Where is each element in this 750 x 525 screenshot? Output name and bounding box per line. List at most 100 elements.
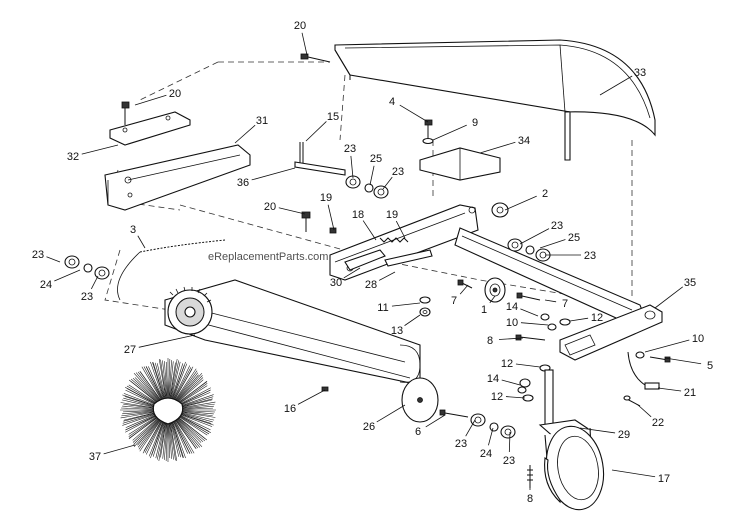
bolt-part-20-top bbox=[300, 53, 331, 63]
callout-number: 21 bbox=[684, 387, 696, 399]
rod-part-15 bbox=[299, 142, 304, 165]
callout-32: 32 bbox=[67, 144, 119, 163]
callout-leader-line bbox=[520, 308, 539, 317]
chain-part-3 bbox=[117, 239, 226, 301]
callout-number: 23 bbox=[392, 166, 404, 178]
callout-number: 19 bbox=[386, 209, 398, 221]
callout-number: 36 bbox=[237, 177, 249, 189]
callout-23: 23 bbox=[344, 143, 356, 179]
callout-leader-line bbox=[539, 239, 566, 249]
callout-number: 23 bbox=[455, 438, 467, 450]
callout-31: 31 bbox=[234, 115, 268, 144]
callout-leader-line bbox=[544, 299, 557, 303]
bolt-part-20-mid bbox=[301, 211, 311, 232]
callout-number: 14 bbox=[487, 373, 499, 385]
callout-number: 5 bbox=[707, 360, 713, 372]
callout-leader-line bbox=[515, 363, 541, 368]
callout-23: 23 bbox=[503, 431, 515, 467]
callout-number: 17 bbox=[658, 473, 670, 485]
callout-leader-line bbox=[343, 267, 361, 279]
callout-20: 20 bbox=[134, 88, 181, 106]
callout-23: 23 bbox=[519, 220, 563, 245]
callout-number: 7 bbox=[562, 298, 568, 310]
washer-part-11 bbox=[419, 296, 431, 304]
callout-leader-line bbox=[654, 286, 684, 309]
bracket-part-32 bbox=[109, 111, 191, 146]
callout-leader-line bbox=[369, 165, 375, 186]
callout-leader-line bbox=[81, 144, 119, 155]
callout-15: 15 bbox=[305, 111, 339, 142]
callout-number: 20 bbox=[264, 201, 276, 213]
callout-number: 34 bbox=[518, 135, 530, 147]
callout-number: 23 bbox=[81, 291, 93, 303]
callout-number: 14 bbox=[506, 301, 518, 313]
callout-leader-line bbox=[488, 427, 494, 446]
callout-number: 24 bbox=[480, 448, 492, 460]
callout-19: 19 bbox=[320, 192, 335, 231]
callout-23: 23 bbox=[545, 250, 596, 262]
callout-number: 9 bbox=[472, 117, 478, 129]
nut-part-10-right bbox=[635, 351, 645, 359]
bearing-part-23-lower-a bbox=[470, 413, 486, 427]
callout-leader-line bbox=[251, 167, 296, 181]
callout-7: 7 bbox=[451, 284, 469, 307]
arm-part-35 bbox=[559, 304, 663, 361]
callout-leader-line bbox=[301, 32, 308, 56]
callout-leader-line bbox=[138, 334, 196, 348]
callout-14: 14 bbox=[487, 373, 521, 386]
callout-23: 23 bbox=[32, 249, 61, 263]
callout-leader-line bbox=[459, 284, 469, 295]
callout-leader-line bbox=[46, 256, 61, 263]
callout-number: 18 bbox=[352, 209, 364, 221]
callout-leader-line bbox=[504, 195, 537, 211]
callout-number: 23 bbox=[344, 143, 356, 155]
bolt-part-19 bbox=[329, 227, 337, 234]
nut-part-14-upper bbox=[540, 313, 550, 321]
spring-part-18 bbox=[379, 237, 409, 243]
callout-leader-line bbox=[425, 414, 446, 428]
callout-leader-line bbox=[103, 444, 136, 455]
callout-leader-line bbox=[399, 104, 429, 123]
callout-number: 12 bbox=[491, 391, 503, 403]
callout-19: 19 bbox=[386, 209, 406, 239]
callout-12: 12 bbox=[501, 358, 541, 370]
callout-leader-line bbox=[520, 322, 549, 326]
callout-number: 23 bbox=[551, 220, 563, 232]
bolt-part-8-upper bbox=[515, 334, 546, 341]
callout-number: 3 bbox=[130, 224, 136, 236]
key-part-16 bbox=[321, 386, 329, 392]
callout-number: 8 bbox=[527, 493, 533, 505]
callout-13: 13 bbox=[391, 314, 421, 337]
watermark-text: eReplacementParts.com bbox=[208, 251, 328, 263]
callout-26: 26 bbox=[363, 404, 406, 433]
callout-leader-line bbox=[489, 295, 496, 304]
brush-hub bbox=[152, 397, 184, 425]
callout-24: 24 bbox=[40, 269, 81, 291]
callout-number: 7 bbox=[451, 295, 457, 307]
callout-number: 13 bbox=[391, 325, 403, 337]
callout-leader-line bbox=[278, 207, 306, 215]
callout-4: 4 bbox=[389, 96, 429, 123]
callout-number: 20 bbox=[169, 88, 181, 100]
callout-leader-line bbox=[479, 141, 516, 154]
callout-30: 30 bbox=[330, 267, 361, 289]
callout-6: 6 bbox=[415, 414, 446, 438]
callout-10: 10 bbox=[644, 333, 704, 353]
ring-part-24-left bbox=[83, 263, 93, 273]
pin-part-36 bbox=[294, 161, 346, 176]
callout-leader-line bbox=[501, 379, 521, 386]
nut-part-13 bbox=[419, 307, 431, 317]
callout-25: 25 bbox=[369, 153, 382, 186]
callout-leader-line bbox=[134, 94, 167, 106]
callout-24: 24 bbox=[480, 427, 494, 460]
callout-leader-line bbox=[519, 228, 550, 245]
callout-23: 23 bbox=[382, 166, 404, 190]
side-plate-part-31 bbox=[104, 144, 251, 211]
callout-number: 23 bbox=[503, 455, 515, 467]
callout-11: 11 bbox=[377, 302, 421, 314]
callout-number: 28 bbox=[365, 279, 377, 291]
bolt-part-6 bbox=[439, 409, 469, 418]
callout-leader-line bbox=[505, 396, 526, 399]
callout-leader-line bbox=[305, 121, 327, 142]
